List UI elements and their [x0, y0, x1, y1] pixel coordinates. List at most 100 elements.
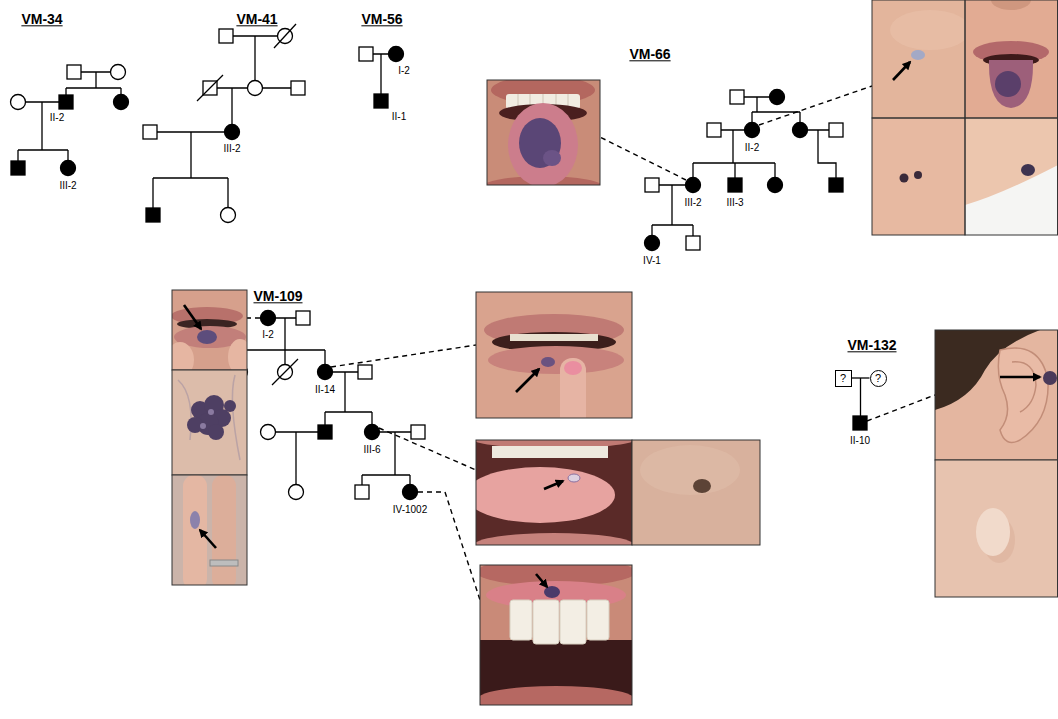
individual-id: IV-1 [643, 255, 661, 266]
clinical-photo-part [632, 440, 760, 545]
pedigree-vm66-part [770, 90, 785, 105]
leader-line-part [600, 137, 686, 180]
pedigree-vm66-part [728, 178, 742, 192]
pedigree-vm109-part [403, 485, 418, 500]
leader-line-part [331, 345, 476, 367]
clinical-photo-part-part [965, 118, 1058, 235]
individual-id: III-6 [363, 444, 380, 455]
clinical-photo-part-part [560, 600, 586, 644]
pedigree-vm66-part [829, 123, 843, 137]
clinical-photo-part-part [184, 305, 201, 329]
leader-line-part [247, 317, 260, 318]
clinical-photo-part-part [995, 71, 1021, 97]
clinical-photo-part-part [476, 292, 632, 418]
pedigree-vm66-part [645, 236, 660, 251]
family-id: VM-109 [253, 289, 302, 304]
pedigree-vm41-part [143, 125, 157, 139]
clinical-photo-part [935, 330, 1058, 460]
individual-id: III-2 [684, 197, 701, 208]
clinical-photo-part-part [183, 475, 207, 585]
clinical-photo-part [476, 440, 632, 545]
clinical-photo-part-part [872, 118, 965, 235]
pedigree-circle: ? [870, 370, 887, 387]
clinical-photo-part-part [197, 330, 217, 344]
clinical-photo-part-part [989, 60, 1033, 108]
clinical-photo-part-part [224, 400, 236, 412]
family-id: VM-56 [361, 12, 402, 27]
clinical-photo-part [172, 370, 247, 475]
clinical-photo-part [172, 370, 247, 475]
clinical-photo-part [872, 0, 965, 118]
leader-line-part [867, 395, 935, 421]
pedigree-vm66-part [686, 178, 701, 193]
clinical-photo-part-part [476, 467, 615, 523]
pedigree-vm109-part [261, 311, 276, 326]
leader-line-part [759, 86, 872, 125]
pedigree-vm109-part [289, 485, 304, 500]
clinical-photo-part-part [516, 369, 539, 392]
clinical-photo-part-part [210, 560, 238, 566]
pedigree-vm109-part [358, 365, 372, 379]
clinical-photo-part-part [900, 174, 909, 183]
clinical-photo-part-part [935, 330, 1058, 460]
clinical-photo-part [935, 330, 1058, 460]
pedigree-square: ? [835, 370, 852, 387]
clinical-photo-part [476, 292, 632, 418]
individual-id: II-10 [850, 435, 870, 446]
individual-id: II-14 [315, 384, 335, 395]
pedigree-vm109-part [411, 425, 425, 439]
clinical-photo-part-part [208, 409, 214, 415]
pedigree-vm109-part [272, 359, 298, 385]
clinical-photo-part-part [560, 358, 586, 418]
pedigree-vm66-part [707, 123, 721, 137]
clinical-photo-part [965, 0, 1058, 118]
clinical-photo-part-part [640, 445, 740, 495]
pedigree-vm34-part [67, 65, 81, 79]
pedigree-vm66-part [645, 178, 659, 192]
clinical-photo-part-part [693, 479, 711, 493]
pedigree-vm132-part [860, 378, 861, 416]
pedigree-vm41-part [221, 208, 236, 223]
pedigree-vm56 [359, 47, 404, 109]
pedigree-vm34-part [11, 161, 25, 175]
clinical-photo-part [965, 0, 1058, 118]
individual-id: III-2 [59, 180, 76, 191]
clinical-photo-part-part [536, 574, 547, 587]
clinical-photo-part-part [480, 565, 632, 705]
pedigree-vm66 [645, 90, 844, 251]
clinical-photo-part [487, 80, 600, 185]
clinical-photo-part [632, 440, 760, 545]
clinical-photo-part [172, 475, 247, 585]
individual-id: III-3 [726, 197, 743, 208]
clinical-photo-part-part [172, 370, 247, 475]
clinical-photo-part-part [568, 474, 580, 482]
family-id: VM-132 [847, 338, 896, 353]
clinical-photo-part [487, 80, 600, 185]
pedigree-vm66-part [652, 97, 836, 236]
clinical-photo-part-part [893, 62, 910, 80]
pedigree-vm34-part [111, 65, 126, 80]
pedigree-vm66-part [768, 178, 783, 193]
pedigree-vm41-part [225, 125, 240, 140]
pedigree-vm34-part [11, 95, 26, 110]
clinical-photo-part-part [965, 0, 1058, 118]
clinical-photo-part-part [208, 424, 224, 440]
pedigree-vm41-part [291, 81, 305, 95]
pedigree-vm109-part [365, 425, 380, 440]
clinical-photo-part-part [587, 600, 609, 640]
clinical-photo-part-part [533, 600, 559, 644]
clinical-photo-part-part [541, 357, 555, 367]
individual-id: II-1 [392, 111, 406, 122]
status-mark: ? [840, 373, 846, 384]
clinical-photo-part [172, 475, 247, 585]
pedigree-vm132-part [853, 416, 867, 430]
individual-id: II-2 [50, 112, 64, 123]
clinical-photo-part [480, 565, 632, 705]
pedigree-vm132 [853, 378, 867, 430]
clinical-photo-part [480, 565, 632, 705]
clinical-photo-part-part [976, 508, 1010, 556]
pedigree-vm66-part [730, 90, 744, 104]
